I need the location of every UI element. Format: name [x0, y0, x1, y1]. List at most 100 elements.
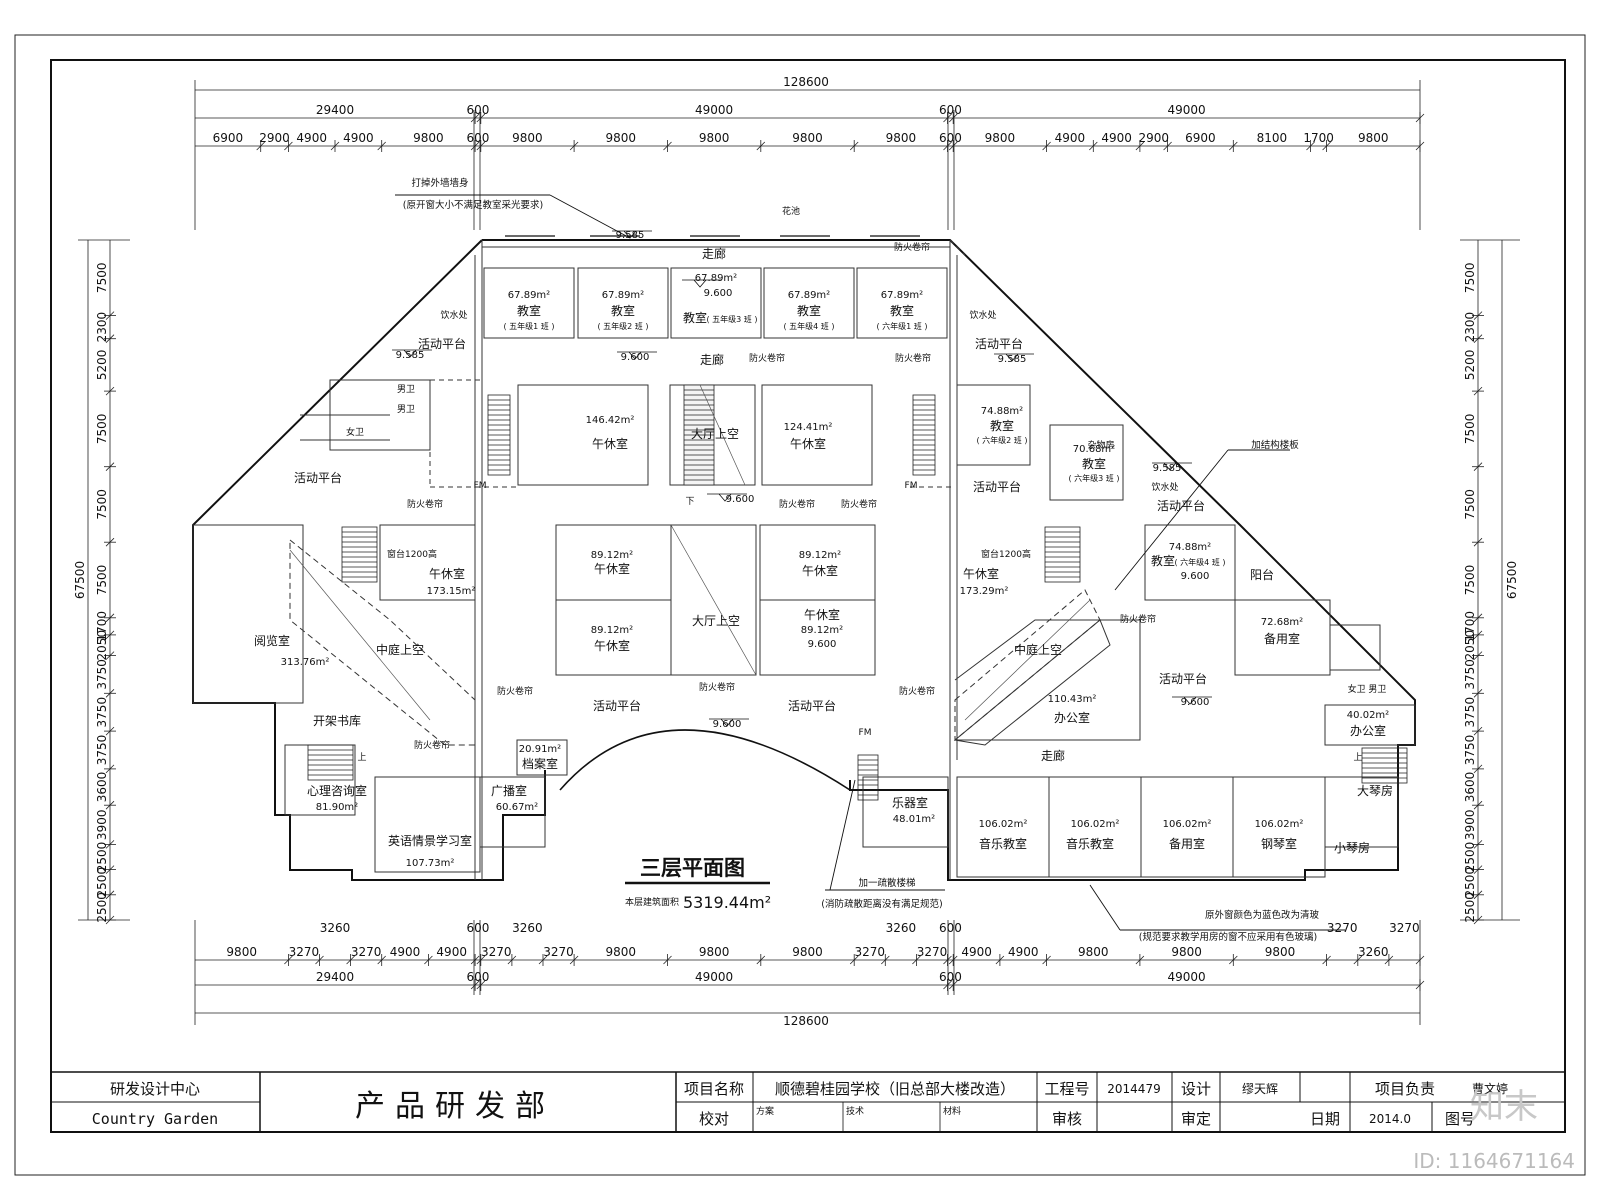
- elevation-triangle: [1172, 696, 1212, 705]
- stair-up-left: 上: [357, 752, 366, 763]
- dim-right-detail-label: 2500: [1463, 867, 1477, 898]
- dim-bottom-detail-slash: [1415, 955, 1425, 965]
- dim-right-detail-label: 7500: [1463, 489, 1477, 520]
- stairs: [307, 384, 1408, 801]
- dim-left-detail-slash: [105, 462, 115, 471]
- music2-name: 音乐教室: [1066, 836, 1114, 851]
- dim-top-detail-slash: [1163, 141, 1172, 151]
- dim-bottom-detail-slash: [948, 955, 958, 965]
- c4-area: 67.89m²: [788, 290, 830, 301]
- dim-left-detail-label: 7500: [95, 263, 109, 294]
- dim-right-detail-label: 1700: [1463, 611, 1477, 642]
- dim-bottom-detail-slash: [476, 955, 486, 965]
- tb-check-label: 校对: [699, 1110, 729, 1128]
- dim-left-detail-slash: [105, 726, 115, 736]
- fire-shutter-4: 防火卷帘: [407, 498, 443, 510]
- c64-name: 教室: [1151, 553, 1175, 568]
- dim-bottom-detail-label: 4900: [436, 945, 467, 959]
- c3-sub: ( 五年级3 班 ): [707, 314, 758, 324]
- r146-name: 午休室: [592, 436, 628, 451]
- male-wc-left: 男卫: [397, 384, 415, 395]
- c5-sub: ( 六年级1 班 ): [877, 321, 928, 331]
- dim-left-detail-slash: [105, 630, 115, 640]
- dim-bottom-detail-slash: [507, 955, 517, 965]
- spare106-name: 备用室: [1169, 836, 1205, 851]
- c5-area: 67.89m²: [881, 290, 923, 301]
- n3-area: 89.12m²: [799, 550, 841, 561]
- dim-bottom-detail-label: 9800: [792, 945, 823, 959]
- dim-bottom-detail-slash: [995, 955, 1005, 965]
- title-block-grid: [50, 1071, 1566, 1133]
- windows: [505, 235, 1305, 881]
- dim-top-detail-slash: [476, 141, 486, 151]
- dim-top-detail-slash: [1229, 141, 1238, 151]
- dim-bottom-detail-label: 600: [466, 921, 489, 935]
- dim-bottom-mid-label: 49000: [695, 970, 733, 984]
- dim-bottom-detail-slash: [1384, 955, 1394, 965]
- dim-top-total: 128600: [783, 75, 829, 89]
- c5-name: 教室: [890, 303, 914, 318]
- fire-shutter-5: 防火卷帘: [779, 498, 815, 510]
- dim-top-detail-label: 8100: [1257, 131, 1288, 145]
- office40-name: 办公室: [1350, 723, 1386, 738]
- fire-shutter-2: 防火卷帘: [749, 352, 785, 364]
- c64-elev: 9.600: [1181, 571, 1210, 582]
- fm-3: FM: [859, 728, 872, 738]
- c63-area: 70.68m²: [1073, 444, 1115, 455]
- fire-shutter-8: 防火卷帘: [699, 681, 735, 693]
- tb-jobno-value: 2014479: [1107, 1082, 1160, 1096]
- dim-right-detail-slash: [1473, 630, 1483, 640]
- dim-bottom-detail-label: 3270: [1327, 921, 1358, 935]
- dim-bottom-detail-label: 3270: [917, 945, 948, 959]
- atrium-void-marks: [289, 384, 1091, 721]
- dim-left-detail-label: 2500: [95, 867, 109, 898]
- music-inst-name: 乐器室: [892, 795, 928, 810]
- balcony-name: 阳台: [1250, 567, 1274, 582]
- tb-design-value: 缪天辉: [1242, 1081, 1278, 1096]
- fire-shutter-10: 防火卷帘: [1120, 613, 1156, 625]
- elevation-triangle: [392, 349, 432, 358]
- dim-left-detail-label: 2050: [95, 630, 109, 661]
- elev-top: 9.585: [616, 230, 645, 241]
- note-4-line1: 原外窗颜色为蓝色改为清玻: [1205, 909, 1320, 921]
- drawing-title: 三层平面图: [640, 856, 745, 880]
- dim-bottom-detail-label: 4900: [1008, 945, 1039, 959]
- stair-up-right: 上: [1353, 752, 1362, 763]
- n3-name: 午休室: [802, 563, 838, 578]
- bookstore-name: 开架书库: [313, 713, 361, 728]
- note-1-line1: 打掉外墙墙身: [411, 177, 468, 189]
- dim-bottom-detail-slash: [1042, 955, 1051, 965]
- floor-area-value: 5319.44m²: [683, 893, 771, 912]
- fire-shutter-6: 防火卷帘: [841, 498, 877, 510]
- dim-left-detail-label: 5200: [95, 350, 109, 381]
- dim-right-detail-slash: [1473, 840, 1483, 849]
- dim-bottom-detail-slash: [315, 955, 324, 965]
- tb-jobno-label: 工程号: [1044, 1080, 1089, 1098]
- dim-bottom-detail-slash: [284, 955, 293, 965]
- rw173-area: 173.15m²: [427, 586, 476, 597]
- dim-top-detail-slash: [1415, 141, 1425, 151]
- n4-elev: 9.600: [808, 639, 837, 650]
- dim-top-detail-label: 9800: [512, 131, 543, 145]
- dim-top-detail-label: 600: [466, 131, 489, 145]
- dim-top-detail-slash: [377, 141, 386, 151]
- dim-top-detail-slash: [943, 141, 952, 151]
- dim-top-detail-label: 9800: [886, 131, 917, 145]
- dim-top-detail-slash: [1322, 141, 1331, 151]
- dim-bottom-total: 128600: [783, 1014, 829, 1028]
- dim-left-detail-label: 3750: [95, 735, 109, 766]
- interior-walls: [192, 239, 1416, 880]
- dim-bottom-detail-label: 4900: [961, 945, 992, 959]
- broadcast-area: 60.67m²: [496, 802, 538, 813]
- dim-left-detail-slash: [105, 915, 115, 925]
- dim-bottom-detail-label: 3270: [351, 945, 382, 959]
- tb-review-label: 审核: [1052, 1110, 1082, 1128]
- tb-date-value: 2014.0: [1369, 1112, 1411, 1126]
- c1-name: 教室: [517, 303, 541, 318]
- dim-left-detail-slash: [105, 764, 115, 774]
- dim-top-detail-label: 600: [939, 131, 962, 145]
- dim-bottom-detail-slash: [424, 955, 433, 965]
- dim-bottom-mid-slash: [948, 980, 958, 990]
